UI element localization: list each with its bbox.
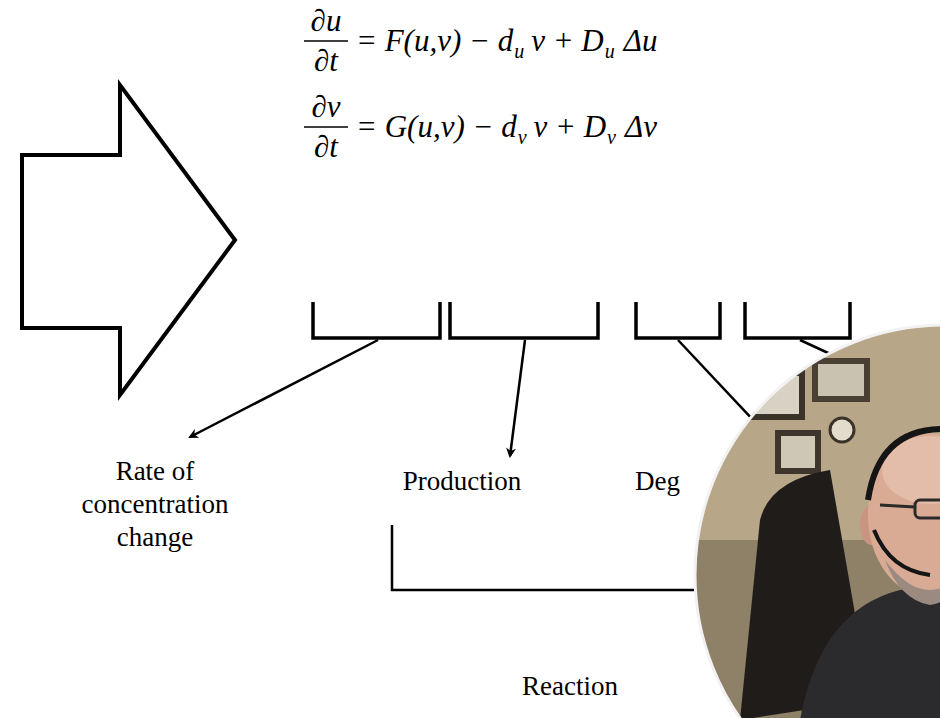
equation-term: v + D: [531, 23, 604, 59]
fraction-bar: [304, 40, 348, 42]
term-label: Deg: [635, 465, 680, 498]
photo-ring: [695, 325, 940, 718]
big-arrow: [22, 85, 235, 395]
picture-frame: [818, 364, 864, 396]
group-label: Reaction: [470, 670, 670, 703]
subscript: u: [514, 33, 524, 69]
term-label: Rate of concentration change: [64, 455, 246, 554]
shoulders: [800, 590, 940, 718]
picture-frame: [812, 358, 870, 402]
subscript: v: [607, 119, 616, 155]
equation-term: v + D: [534, 109, 607, 145]
picture-frame: [775, 430, 821, 474]
fraction-numerator: ∂v: [294, 88, 358, 126]
equation-row: = F(u,v) − duv + DuΔu: [352, 23, 657, 69]
leader-arrow: [510, 340, 525, 456]
equation-term: Δu: [624, 23, 658, 59]
subscript: v: [518, 119, 527, 155]
leader-arrow: [190, 340, 378, 437]
fraction-numerator: ∂u: [294, 2, 358, 40]
headset: [868, 429, 940, 500]
equation-term: Δv: [625, 109, 657, 145]
term-label: Production: [362, 465, 562, 498]
term-bracket: [745, 302, 850, 338]
glasses-arm: [880, 505, 915, 507]
wall-clock: [830, 418, 854, 442]
fraction-denominator: ∂t: [294, 42, 358, 80]
fraction-denominator: ∂t: [294, 128, 358, 166]
picture-frame: [781, 436, 815, 468]
beard: [885, 560, 940, 605]
equation-term: = F(u,v) − d: [356, 23, 513, 59]
term-bracket: [636, 302, 720, 338]
subscript: u: [605, 33, 615, 69]
term-bracket: [313, 302, 440, 338]
fraction-bar: [304, 126, 348, 128]
equation-row: = G(u,v) − dvv + DvΔv: [352, 109, 657, 155]
equation-term: = G(u,v) − d: [356, 109, 517, 145]
term-bracket: [450, 302, 598, 338]
glasses: [915, 500, 940, 518]
headset-mic: [874, 530, 930, 575]
head: [868, 433, 940, 597]
